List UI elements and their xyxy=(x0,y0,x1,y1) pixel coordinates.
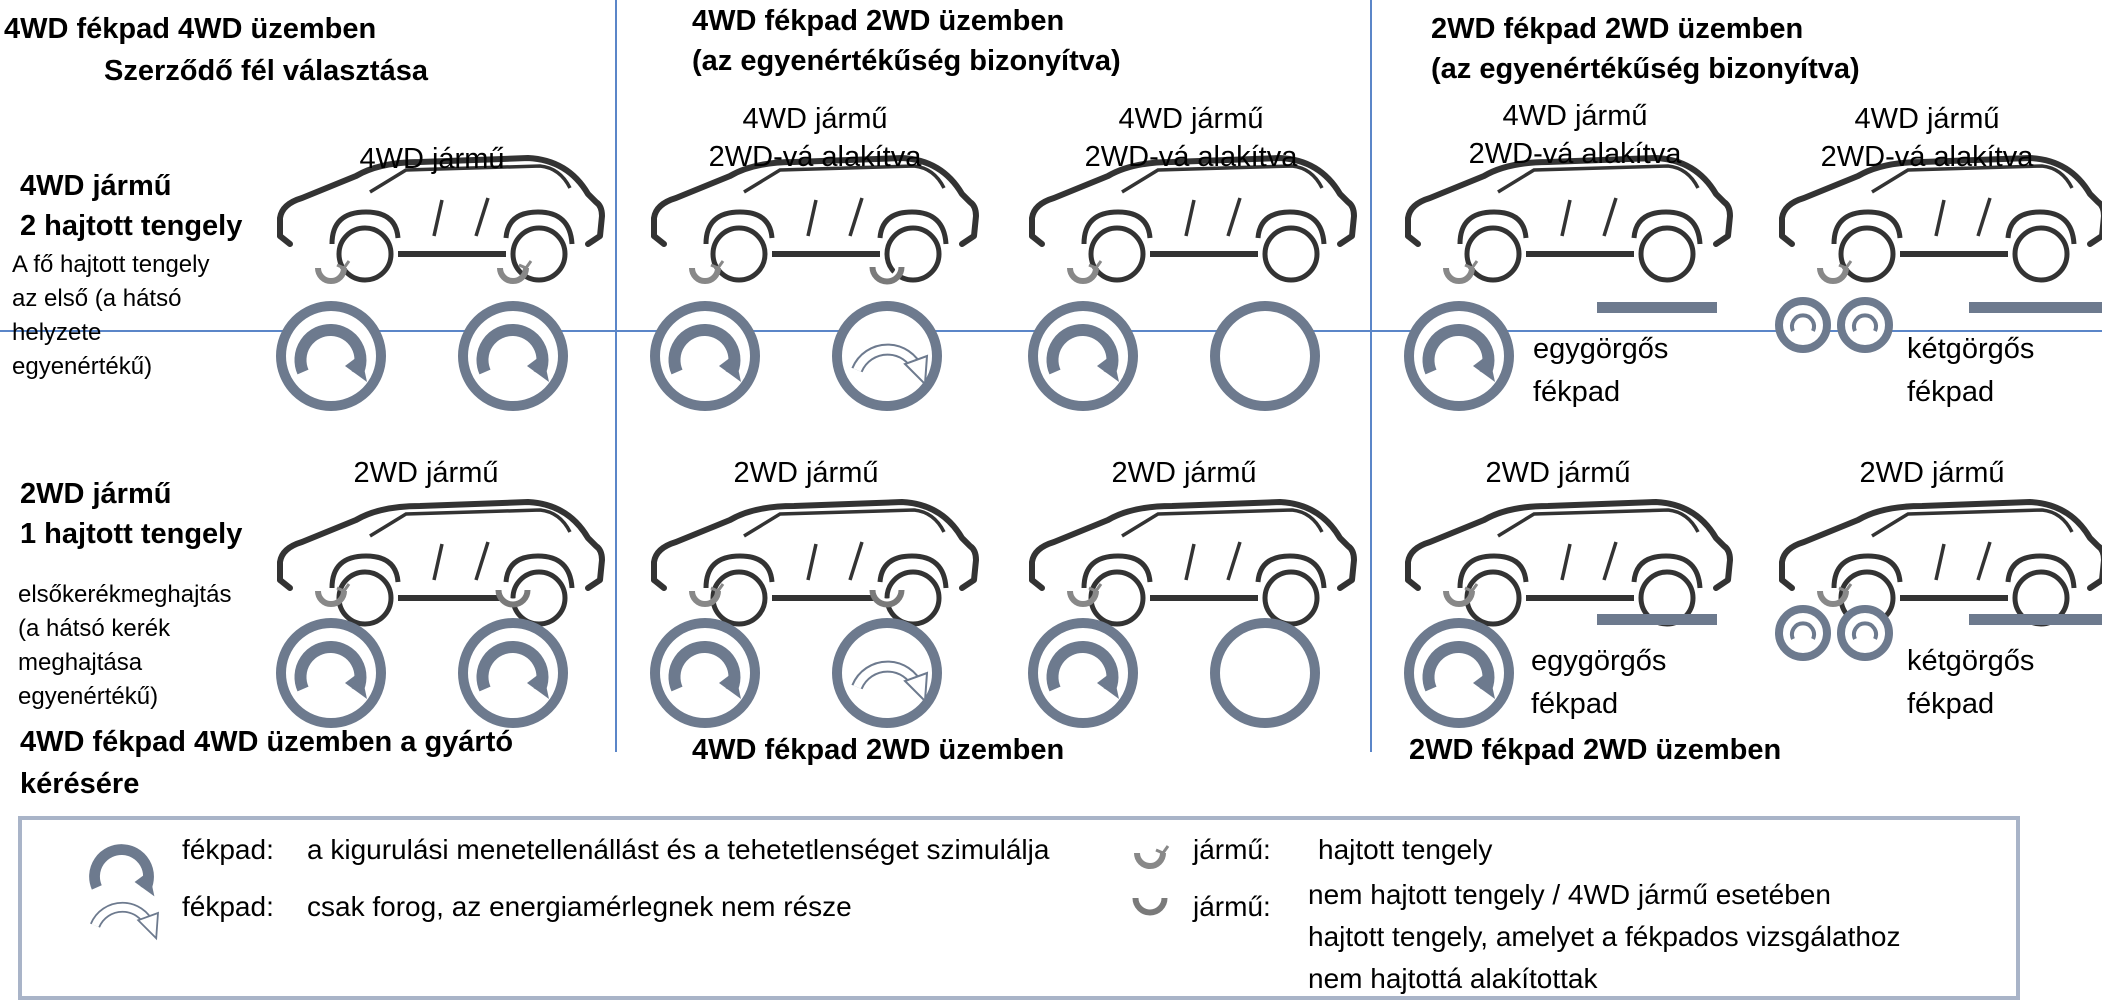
roller-label: kétgörgős xyxy=(1907,645,2035,677)
car-label: 2WD jármű xyxy=(733,457,879,489)
car-label: 2WD jármű xyxy=(1859,457,2005,489)
car-icon xyxy=(654,158,976,280)
roller-icon xyxy=(1215,623,1315,723)
roller-icon xyxy=(837,623,937,723)
car-label: 2WD jármű xyxy=(353,457,499,489)
roller-bed xyxy=(1969,302,2102,313)
car-label: 2WD-vá alakítva xyxy=(1468,138,1682,170)
legend-text: a kigurulási menetellenállást és a tehet… xyxy=(307,834,1050,865)
car-label: 4WD jármű xyxy=(1854,103,2000,135)
row-subtitle: 1 hajtott tengely xyxy=(20,518,243,550)
car-icon xyxy=(1782,158,2102,280)
bottom-title: kérésére xyxy=(20,768,140,800)
roller-bed xyxy=(1969,614,2102,625)
small-roller-icon xyxy=(1779,609,1827,657)
legend-label: jármű: xyxy=(1193,834,1271,865)
roller-icon xyxy=(837,306,937,406)
bottom-title: 4WD fékpad 2WD üzemben xyxy=(692,734,1065,766)
car-label: 4WD jármű xyxy=(1118,103,1264,135)
row-subtitle: 2 hajtott tengely xyxy=(20,210,243,242)
row-title: 4WD jármű xyxy=(20,170,172,202)
drive-arrow-icon xyxy=(95,850,155,897)
free-arrow-icon xyxy=(95,907,158,938)
roller-label: fékpad xyxy=(1907,688,1995,720)
bottom-title: 4WD fékpad 4WD üzemben a gyártó xyxy=(20,726,514,758)
row-title: 2WD jármű xyxy=(20,478,172,510)
section-title: 2WD fékpad 2WD üzemben xyxy=(1431,13,1804,45)
section-subtitle: (az egyenértékűség bizonyítva) xyxy=(1431,53,1860,85)
car-label: 4WD jármű xyxy=(1502,100,1648,132)
roller-label: egygörgős xyxy=(1533,333,1669,365)
car-label: 4WD jármű xyxy=(359,143,505,175)
section-title: 4WD fékpad 4WD üzemben xyxy=(4,13,377,45)
small-roller-icon xyxy=(1841,301,1889,349)
roller-icon xyxy=(1215,306,1315,406)
car-label: 2WD-vá alakítva xyxy=(1820,141,2034,173)
row-note: elsőkerékmeghajtás (a hátsó kerék meghaj… xyxy=(18,581,232,710)
section-subtitle: Szerződő fél választása xyxy=(104,55,428,87)
driven-axle-icon xyxy=(1137,846,1168,866)
car-label: 2WD jármű xyxy=(1111,457,1257,489)
car-icon xyxy=(1032,158,1354,280)
roller-label: fékpad xyxy=(1531,688,1619,720)
legend-box xyxy=(18,816,2020,1000)
section-title: 4WD fékpad 2WD üzemben xyxy=(692,5,1065,37)
legend-text: csak forog, az energiamérlegnek nem rész… xyxy=(307,891,852,922)
roller-label: kétgörgős xyxy=(1907,333,2035,365)
roller-label: fékpad xyxy=(1533,376,1621,408)
roller-bed xyxy=(1597,614,1717,625)
car-label: 2WD jármű xyxy=(1485,457,1631,489)
small-roller-icon xyxy=(1841,609,1889,657)
small-roller-icon xyxy=(1779,301,1827,349)
section-subtitle: (az egyenértékűség bizonyítva) xyxy=(692,45,1121,77)
roller-bed xyxy=(1597,302,1717,313)
legend-text: hajtott tengely xyxy=(1318,834,1493,865)
car-label: 4WD jármű xyxy=(742,103,888,135)
bottom-title: 2WD fékpad 2WD üzemben xyxy=(1409,734,1782,766)
legend-label: fékpad: xyxy=(182,891,274,922)
legend-label: fékpad: xyxy=(182,834,274,865)
row-note: A fő hajtott tengely az első (a hátsó he… xyxy=(12,251,210,380)
car-label: 2WD-vá alakítva xyxy=(708,141,922,173)
non-driven-axle-icon xyxy=(873,267,901,281)
car-label: 2WD-vá alakítva xyxy=(1084,141,1298,173)
roller-label: fékpad xyxy=(1907,376,1995,408)
non-driven-axle-icon xyxy=(1136,898,1164,912)
roller-label: egygörgős xyxy=(1531,645,1667,677)
legend-text: nem hajtott tengely / 4WD jármű esetében… xyxy=(1308,879,1901,994)
car-icon xyxy=(1408,158,1730,280)
legend-label: jármű: xyxy=(1193,891,1271,922)
